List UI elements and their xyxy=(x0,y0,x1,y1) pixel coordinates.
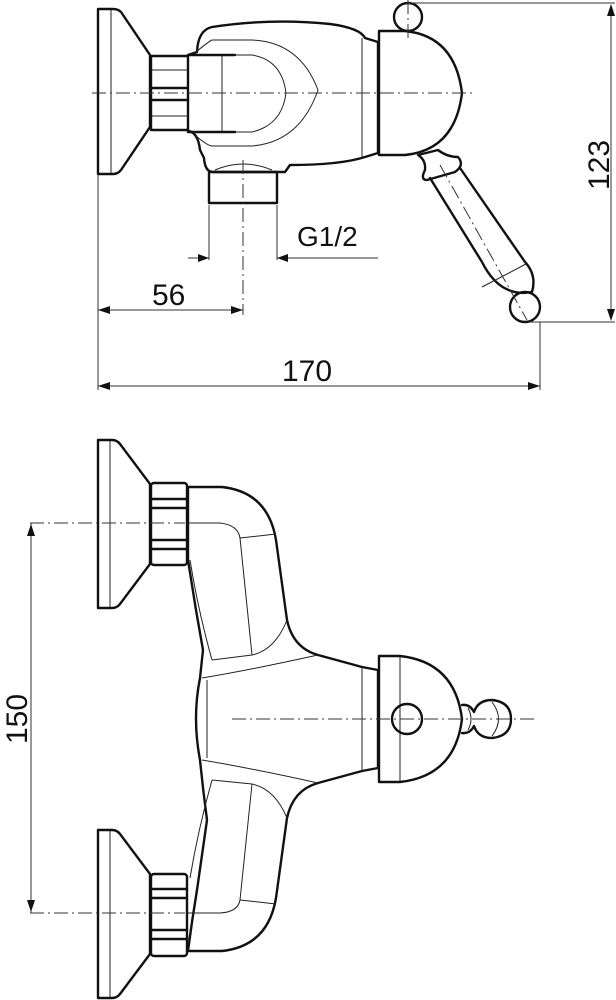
upper-hex-nut xyxy=(149,481,189,567)
dim-170-label: 170 xyxy=(282,355,332,388)
wall-flange xyxy=(96,7,152,176)
dim-123-label: 123 xyxy=(583,140,616,190)
mixer-body xyxy=(186,20,380,174)
front-view: 150 xyxy=(1,438,535,1000)
lower-wall-flange xyxy=(96,828,152,1000)
lever-handle xyxy=(416,148,463,182)
upper-wall-flange xyxy=(96,438,152,610)
front-lever-pivot xyxy=(390,702,424,736)
front-lever-knob xyxy=(460,698,513,740)
top-view: 123 G1/2 56 170 xyxy=(92,0,616,390)
lower-hex-nut xyxy=(149,872,189,958)
lever-tip-knob xyxy=(508,290,542,324)
dim-150-label: 150 xyxy=(1,694,34,744)
dim-56-label: 56 xyxy=(152,279,185,312)
dim-g12-label: G1/2 xyxy=(297,221,358,252)
